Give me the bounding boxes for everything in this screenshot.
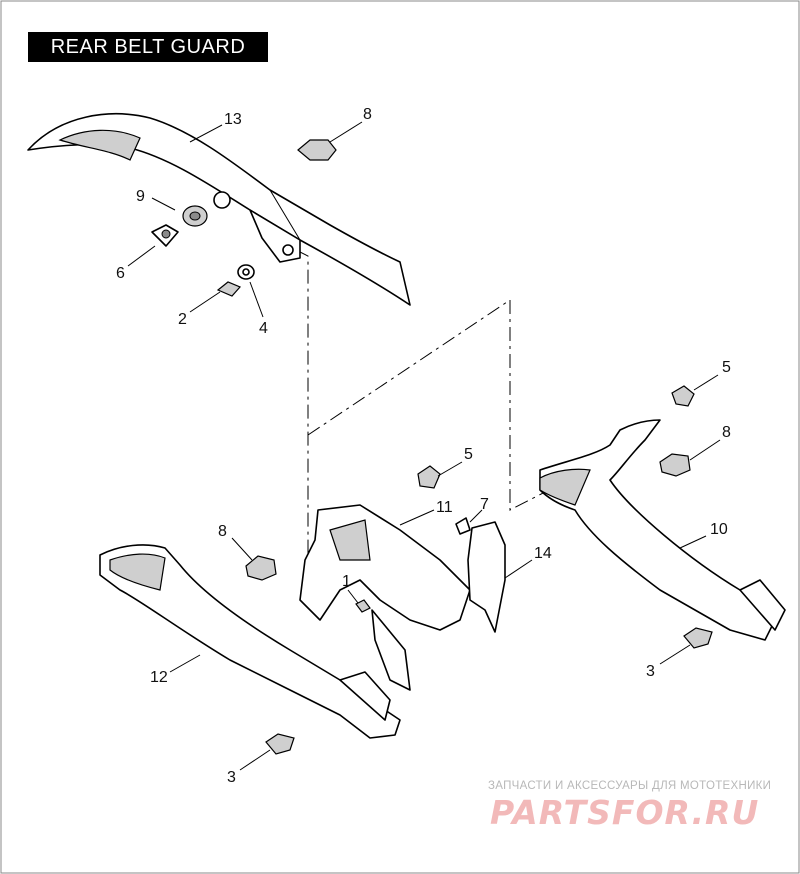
callout-7: 7 [480, 496, 489, 513]
part-8-nut-right [659, 453, 691, 477]
callout-3-left: 3 [227, 769, 236, 786]
part-9-grommet [182, 205, 208, 227]
part-3-bolt-right [683, 627, 713, 649]
callout-11: 11 [436, 499, 453, 516]
leader-lines [127, 121, 721, 771]
watermark-logo: PARTSFOR.RU [490, 793, 760, 832]
callout-6: 6 [116, 265, 125, 282]
title-banner: REAR BELT GUARD [28, 32, 268, 62]
callout-8-top: 8 [363, 106, 372, 123]
part-6-spacer [151, 224, 179, 247]
part-2-screw [216, 281, 242, 297]
watermark-tagline: ЗАПЧАСТИ И АКСЕССУАРЫ ДЛЯ МОТОТЕХНИКИ [488, 780, 772, 792]
part-7-clip [455, 517, 471, 535]
part-8-nut-top [297, 139, 337, 161]
part-14-side-cover [467, 521, 506, 633]
callout-12: 12 [150, 669, 168, 686]
callout-4: 4 [259, 320, 268, 337]
callout-14: 14 [534, 545, 552, 562]
callout-8-right: 8 [722, 424, 731, 441]
callout-10: 10 [710, 521, 728, 538]
callout-5-center: 5 [464, 446, 473, 463]
part-3-bolt-left [265, 733, 295, 755]
part-1-screw [355, 599, 371, 613]
part-5-nut-right [671, 385, 695, 407]
callout-3-right: 3 [646, 663, 655, 680]
diagram-title: REAR BELT GUARD [50, 36, 246, 58]
callout-13: 13 [224, 111, 242, 128]
callout-8-left: 8 [218, 523, 227, 540]
part-13-upper-guard [27, 113, 411, 306]
part-11-center-bracket [299, 504, 471, 691]
part-4-washer [237, 264, 255, 280]
part-8-nut-left [245, 555, 277, 581]
callout-9: 9 [136, 188, 145, 205]
callout-1: 1 [342, 573, 351, 590]
callout-5-right: 5 [722, 359, 731, 376]
part-12-left-guard [99, 544, 401, 739]
part-10-right-guard [539, 419, 786, 641]
callout-2: 2 [178, 311, 187, 328]
part-5-nut-center [417, 465, 441, 489]
callout-labels: 13 8 9 6 2 4 5 8 10 3 5 11 7 14 1 8 12 3 [116, 106, 731, 786]
